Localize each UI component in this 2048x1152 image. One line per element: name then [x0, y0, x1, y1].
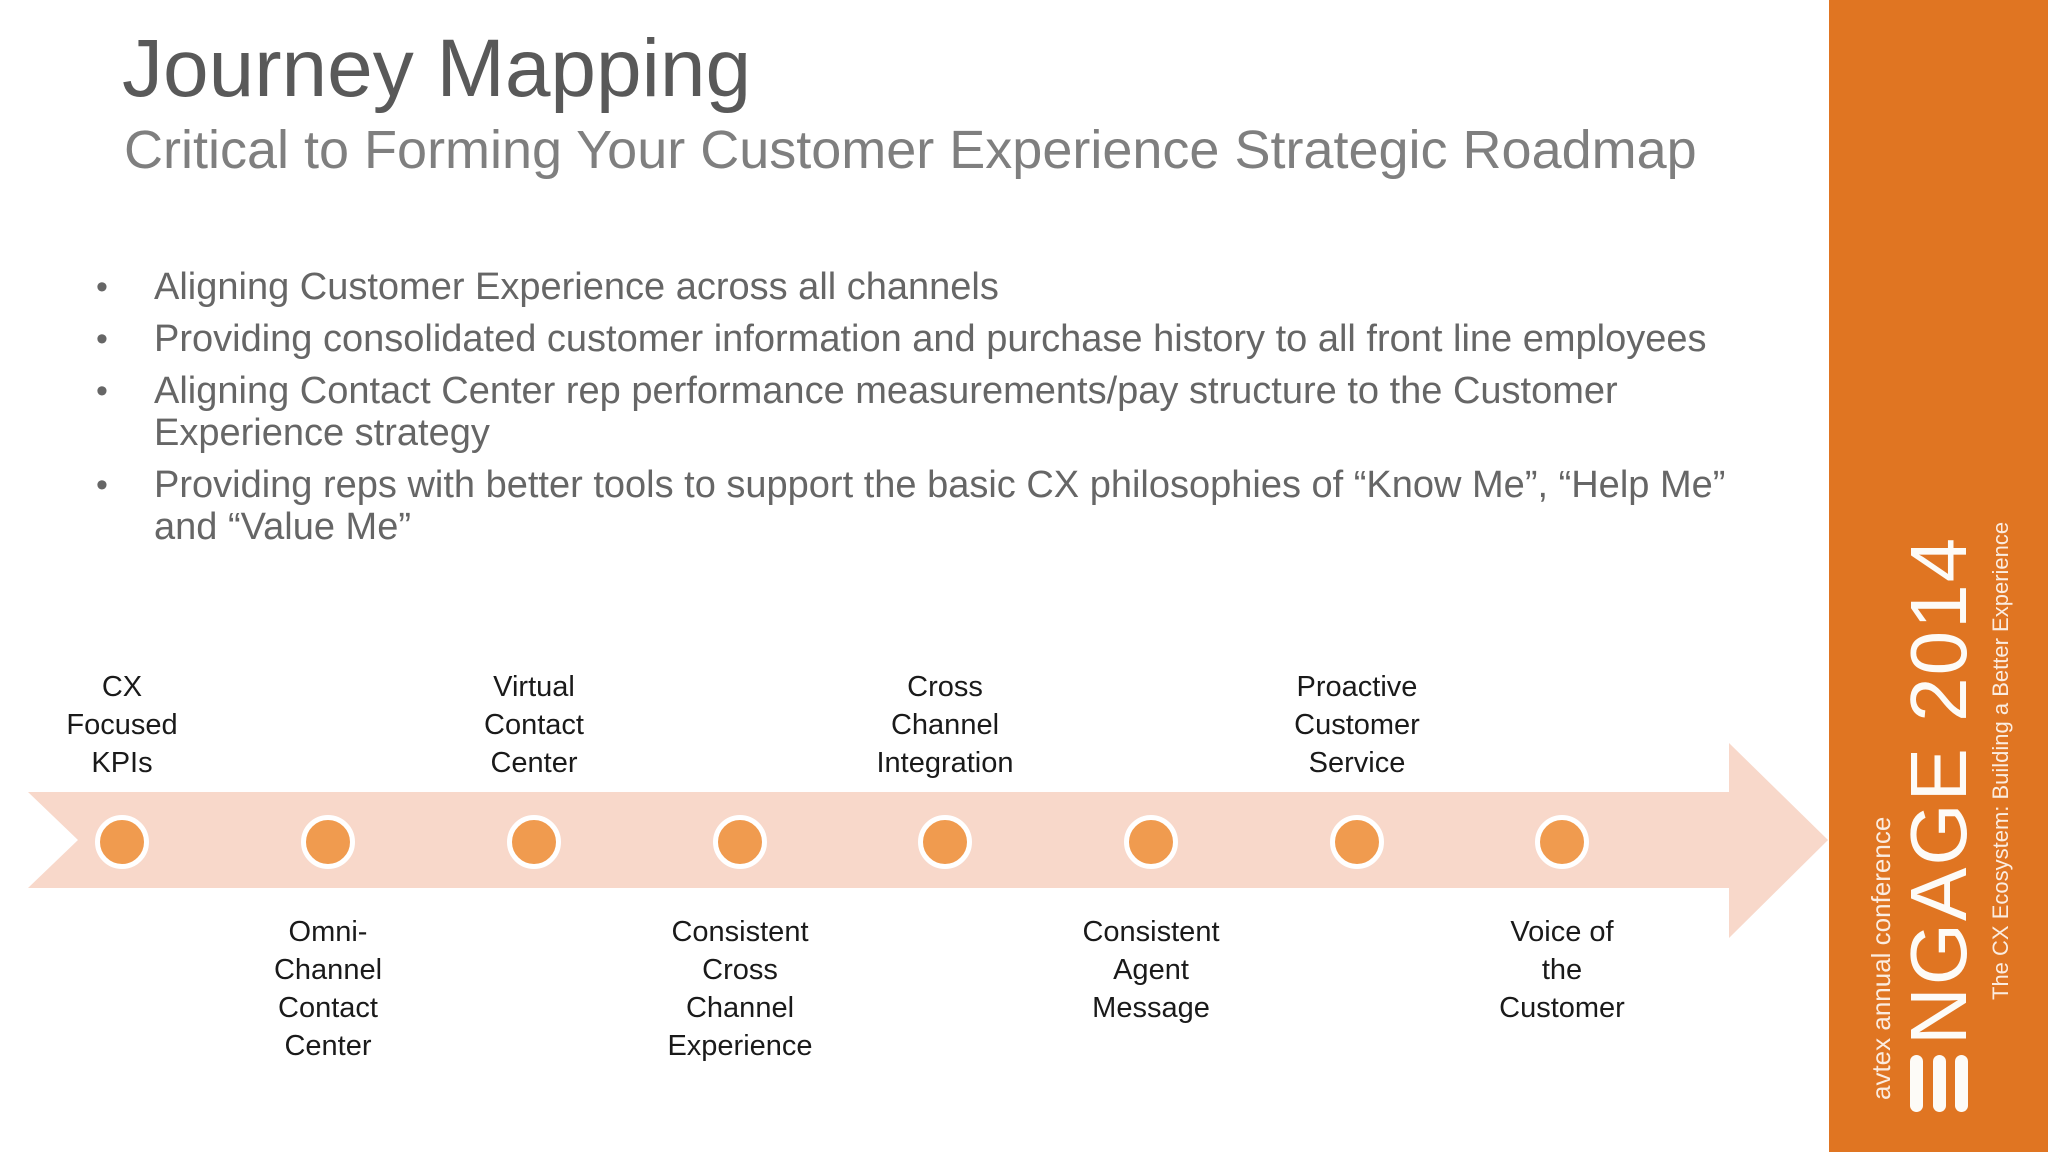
milestone-label-line: Contact — [278, 992, 378, 1024]
milestone-dot — [507, 815, 561, 869]
milestone-label-line: Experience — [667, 1030, 813, 1062]
bullet-line: Experience strategy — [154, 412, 490, 454]
milestone-label-line: Center — [284, 1030, 372, 1062]
milestone-label-line: Cross — [907, 671, 983, 703]
page-subtitle: Critical to Forming Your Customer Experi… — [124, 120, 1697, 180]
milestone-label-line: Integration — [876, 747, 1014, 779]
sidebar-left-caption: avtex annual conference — [1866, 816, 1896, 1100]
milestone-label-line: Contact — [484, 709, 584, 741]
milestone-label-line: Message — [1092, 992, 1210, 1024]
bullet-item: • Providing consolidated customer informa… — [96, 318, 1796, 360]
timeline-arrowhead-icon — [1729, 743, 1828, 938]
milestone-label-line: Consistent — [1082, 916, 1220, 948]
milestone-label-line: Channel — [890, 709, 1000, 741]
bullet-line: Providing reps with better tools to supp… — [154, 464, 1726, 506]
milestone-label-line: Center — [490, 747, 578, 779]
bullet-marker: • — [96, 268, 108, 306]
milestone-label-line: Cross — [702, 954, 778, 986]
bullet-marker: • — [96, 466, 108, 504]
milestone-label-line: Channel — [685, 992, 795, 1024]
milestone-label-line: Focused — [66, 709, 178, 741]
milestone-dot — [713, 815, 767, 869]
milestone-label-line: the — [1541, 954, 1583, 986]
bullet-line: Aligning Customer Experience across all … — [154, 266, 999, 308]
milestone-label-line: Agent — [1113, 954, 1189, 986]
milestone-dot — [918, 815, 972, 869]
bullet-list: • Aligning Customer Experience across all… — [96, 266, 1796, 558]
bullet-item: • Providing reps with better tools to sup… — [96, 464, 1796, 548]
milestone-label-line: Service — [1308, 747, 1406, 779]
bullet-marker: • — [96, 372, 108, 410]
timeline-band-notch-icon — [28, 792, 78, 888]
sidebar-brand: NGAGE 2014 — [1894, 536, 1983, 1112]
milestone-dot — [1124, 815, 1178, 869]
bullet-item: • Aligning Contact Center rep performance… — [96, 370, 1796, 454]
bullet-item: • Aligning Customer Experience across all… — [96, 266, 1796, 308]
page-title: Journey Mapping — [122, 23, 752, 114]
milestone-label-line: KPIs — [91, 747, 153, 779]
bullet-marker: • — [96, 320, 108, 358]
milestone-label-line: Omni- — [288, 916, 368, 948]
milestone-dot — [1330, 815, 1384, 869]
sidebar-right-caption: The CX Ecosystem: Building a Better Expe… — [1988, 521, 2013, 1000]
milestone-label-line: Virtual — [493, 671, 575, 703]
milestone-label-line: Consistent — [671, 916, 809, 948]
bullet-line: Providing consolidated customer informat… — [154, 318, 1707, 360]
bullet-line: Aligning Contact Center rep performance … — [154, 370, 1618, 412]
milestone-dot — [95, 815, 149, 869]
milestone-label-line: CX — [101, 671, 143, 703]
sidebar-brand-text: NGAGE 2014 — [1894, 535, 1983, 1045]
milestone-label-line: Voice of — [1510, 916, 1614, 948]
milestone-label-line: Channel — [273, 954, 383, 986]
brand-sidebar: avtex annual conference NGAGE 2014 The C… — [1829, 0, 2048, 1152]
bullet-line: and “Value Me” — [154, 506, 411, 548]
milestone-label-line: Customer — [1294, 709, 1420, 741]
milestone-label-line: Customer — [1499, 992, 1625, 1024]
milestone-dot — [1535, 815, 1589, 869]
engage-logo-e-icon — [1910, 1055, 1968, 1112]
timeline-band — [28, 792, 1729, 888]
milestone-dot — [301, 815, 355, 869]
milestone-label-line: Proactive — [1296, 671, 1418, 703]
